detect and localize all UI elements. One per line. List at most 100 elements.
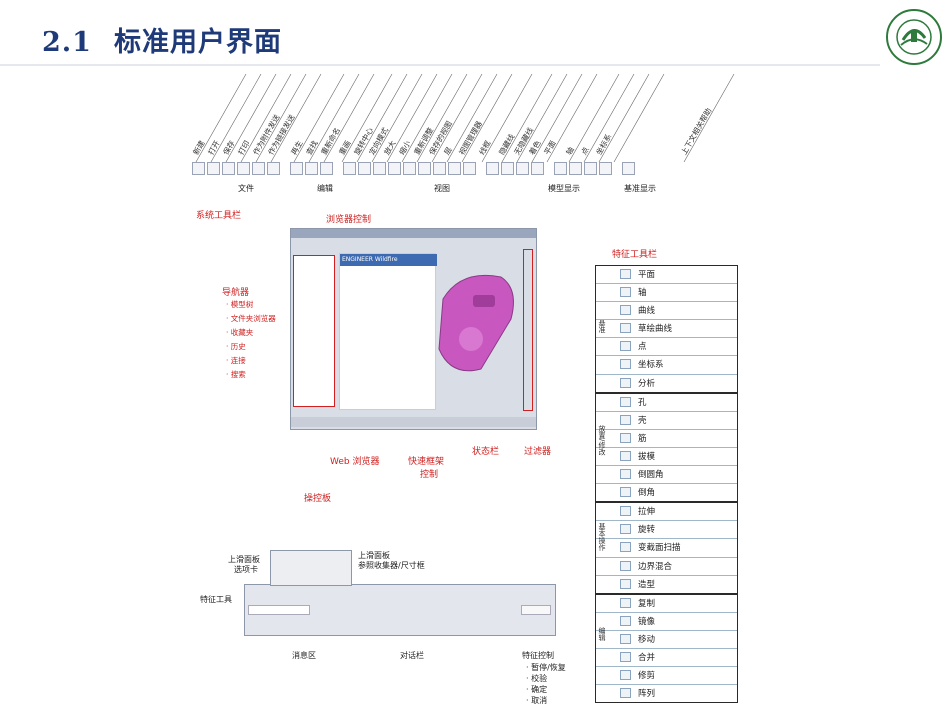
link-icon[interactable] bbox=[267, 162, 280, 175]
hidden-line-icon[interactable] bbox=[501, 162, 514, 175]
axis-icon[interactable] bbox=[569, 162, 582, 175]
open-icon[interactable] bbox=[207, 162, 220, 175]
callout-quick-frame-2: 控制 bbox=[420, 470, 439, 480]
find-icon[interactable] bbox=[305, 162, 318, 175]
callout-dialog-bar: 对话栏 bbox=[400, 651, 424, 660]
status-bar-strip bbox=[291, 417, 536, 427]
group-basic-label: 基本操作 bbox=[598, 523, 606, 551]
sweep-icon bbox=[620, 542, 631, 553]
axis-icon bbox=[620, 287, 631, 298]
feat-chamfer[interactable]: 倒角 bbox=[596, 484, 737, 504]
university-logo bbox=[886, 9, 942, 65]
orient-icon[interactable] bbox=[373, 162, 386, 175]
part-model bbox=[438, 274, 514, 372]
toolbar-strip bbox=[192, 162, 637, 175]
pattern-icon bbox=[620, 688, 631, 699]
feat-merge[interactable]: 合并 bbox=[596, 649, 737, 668]
ui-diagram: 新建 打开 保存 打印 作为附件发送 作为链接发送 再生 查找 重新命名 重画 … bbox=[184, 66, 750, 708]
browser-title: ENGINEER Wildfire bbox=[340, 254, 437, 266]
nav-item-model-tree: · 模型树 bbox=[226, 300, 254, 309]
rename-icon[interactable] bbox=[320, 162, 333, 175]
wireframe-icon[interactable] bbox=[486, 162, 499, 175]
hole-icon bbox=[620, 396, 631, 407]
feat-csys[interactable]: 坐标系 bbox=[596, 356, 737, 375]
group-view: 视图 bbox=[434, 184, 450, 193]
feat-revolve[interactable]: 旋转 bbox=[596, 521, 737, 540]
new-icon[interactable] bbox=[192, 162, 205, 175]
nav-item-favorites: · 收藏夹 bbox=[226, 328, 254, 337]
move-icon bbox=[620, 633, 631, 644]
callout-tab-2: 选项卡 bbox=[234, 565, 258, 574]
csys-icon[interactable] bbox=[599, 162, 612, 175]
feat-draft[interactable]: 拔模 bbox=[596, 448, 737, 467]
main-window-screenshot: ENGINEER Wildfire bbox=[290, 228, 537, 430]
feat-boundary-blend[interactable]: 边界混合 bbox=[596, 558, 737, 576]
group-edit-label: 编辑 bbox=[598, 627, 606, 641]
fc-item-verify: · 校验 bbox=[526, 674, 548, 683]
copy-icon bbox=[620, 597, 631, 608]
shading-icon[interactable] bbox=[531, 162, 544, 175]
feat-extrude[interactable]: 拉伸 bbox=[596, 503, 737, 522]
plane-icon[interactable] bbox=[554, 162, 567, 175]
revolve-icon bbox=[620, 524, 631, 535]
attach-icon[interactable] bbox=[252, 162, 265, 175]
zoom-out-icon[interactable] bbox=[403, 162, 416, 175]
fc-item-pause: · 暂停/恢复 bbox=[526, 663, 566, 672]
curve-icon bbox=[620, 305, 631, 316]
slide-panel-screenshot bbox=[270, 550, 352, 586]
header-divider bbox=[0, 64, 880, 66]
refit-icon[interactable] bbox=[418, 162, 431, 175]
callout-feature-tools: 特征工具 bbox=[200, 595, 232, 604]
save-icon[interactable] bbox=[222, 162, 235, 175]
feat-axis[interactable]: 轴 bbox=[596, 284, 737, 303]
callout-feature-toolbar: 特征工具栏 bbox=[612, 250, 658, 260]
nav-item-connect: · 连接 bbox=[226, 356, 246, 365]
feat-var-sweep[interactable]: 变截面扫描 bbox=[596, 539, 737, 558]
web-browser-panel: ENGINEER Wildfire bbox=[339, 253, 437, 410]
dashboard-input[interactable] bbox=[248, 605, 310, 615]
regenerate-icon[interactable] bbox=[290, 162, 303, 175]
no-hidden-icon[interactable] bbox=[516, 162, 529, 175]
feat-rib[interactable]: 筋 bbox=[596, 430, 737, 448]
nav-item-search: · 搜索 bbox=[226, 370, 246, 379]
section-number: 2.1 bbox=[42, 27, 92, 58]
feat-move[interactable]: 移动 bbox=[596, 631, 737, 649]
zoom-in-icon[interactable] bbox=[388, 162, 401, 175]
layers-icon[interactable] bbox=[448, 162, 461, 175]
feat-curve[interactable]: 曲线 bbox=[596, 302, 737, 321]
feat-point[interactable]: 点 bbox=[596, 338, 737, 357]
feat-trim[interactable]: 修剪 bbox=[596, 667, 737, 686]
group-datum-display: 基准显示 bbox=[624, 184, 656, 193]
style-icon bbox=[620, 578, 631, 589]
dashboard-screenshot bbox=[244, 584, 556, 636]
feat-shell[interactable]: 壳 bbox=[596, 412, 737, 430]
point-icon[interactable] bbox=[584, 162, 597, 175]
feat-pattern[interactable]: 阵列 bbox=[596, 685, 737, 702]
fc-item-cancel: · 取消 bbox=[526, 696, 548, 705]
nav-item-history: · 历史 bbox=[226, 342, 246, 351]
feat-plane[interactable]: 平面 bbox=[596, 266, 737, 285]
group-datum-label: 基准 bbox=[598, 319, 606, 333]
feat-mirror[interactable]: 镜像 bbox=[596, 613, 737, 631]
group-file: 文件 bbox=[238, 184, 254, 193]
navigator-panel bbox=[293, 255, 335, 407]
feat-round[interactable]: 倒圆角 bbox=[596, 466, 737, 485]
feature-toolbar-strip bbox=[523, 249, 533, 411]
feat-copy[interactable]: 复制 bbox=[596, 595, 737, 613]
feat-sketch-curve[interactable]: 草绘曲线 bbox=[596, 320, 737, 339]
repaint-icon[interactable] bbox=[343, 162, 356, 175]
callout-quick-frame-1: 快速框架 bbox=[408, 457, 445, 467]
spin-icon[interactable] bbox=[358, 162, 371, 175]
view-manager-icon[interactable] bbox=[463, 162, 476, 175]
callout-feature-control: 特征控制 bbox=[522, 651, 554, 660]
extrude-icon bbox=[620, 506, 631, 517]
feature-control-buttons[interactable] bbox=[521, 605, 551, 615]
help-icon[interactable] bbox=[622, 162, 635, 175]
views-icon[interactable] bbox=[433, 162, 446, 175]
feat-style[interactable]: 造型 bbox=[596, 576, 737, 595]
feat-analysis[interactable]: 分析 bbox=[596, 375, 737, 394]
feat-hole[interactable]: 孔 bbox=[596, 394, 737, 412]
print-icon[interactable] bbox=[237, 162, 250, 175]
